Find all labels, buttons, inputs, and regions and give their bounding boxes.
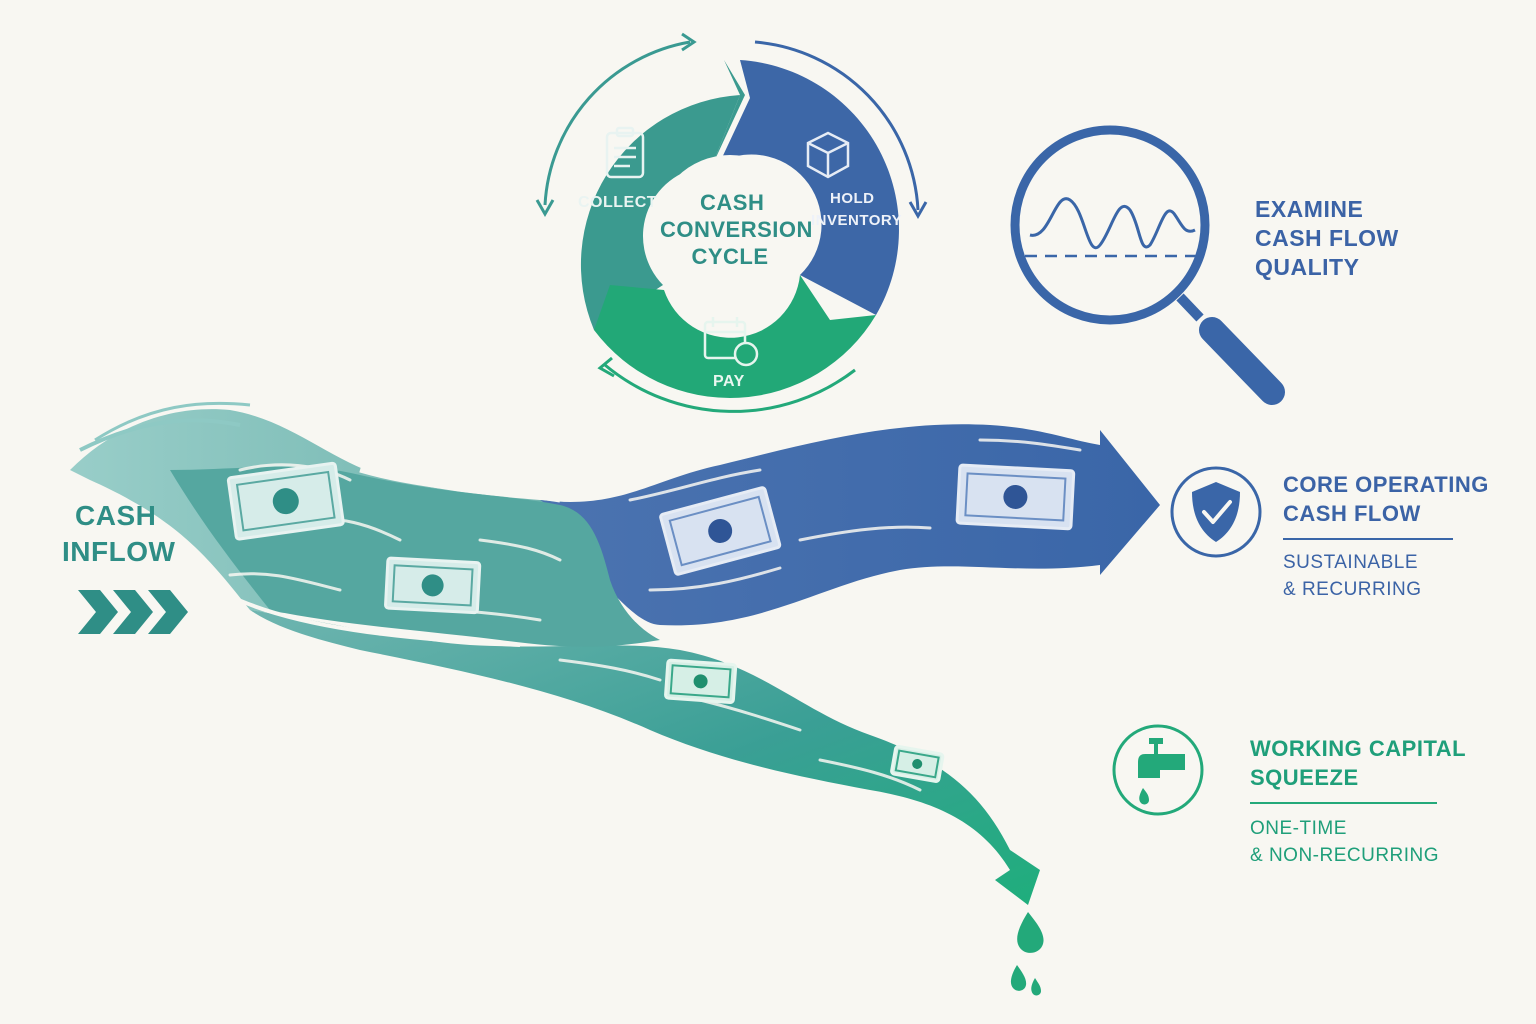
faucet-icon [1112, 724, 1204, 816]
cycle-center-line3: CYCLE [691, 244, 769, 269]
bill-icon-1 [226, 461, 345, 541]
bill-icon-5 [664, 658, 738, 704]
pay-segment [594, 275, 876, 398]
core-divider [1283, 538, 1453, 540]
chevrons-right-icon [78, 590, 188, 634]
inflow-line1: CASH [75, 500, 157, 531]
collect-segment-notch [712, 60, 745, 166]
pay-label: PAY [713, 373, 745, 390]
bill-icon-6 [890, 744, 945, 783]
core-title-line2: CASH FLOW [1283, 501, 1421, 526]
working-divider [1250, 802, 1437, 804]
cycle-arrow-right [754, 40, 920, 211]
bill-icon-2 [384, 556, 482, 615]
collect-label: COLLECT [578, 194, 658, 211]
hold-label-line1: HOLD [830, 190, 875, 207]
box-icon [806, 131, 850, 179]
hold-segment [720, 60, 899, 315]
core-title-line1: CORE OPERATING [1283, 472, 1489, 497]
bill-icon-3 [659, 486, 782, 576]
bill-icon-4 [955, 463, 1076, 531]
inflow-line2: INFLOW [62, 536, 176, 567]
hold-label-line2: INVENTORY [811, 212, 903, 229]
cycle-arrow-top-left [543, 40, 691, 206]
core-sub-line2: & RECURRING [1283, 579, 1422, 600]
cycle-center-line1: CASH [700, 190, 765, 215]
working-sub-line2: & NON-RECURRING [1250, 845, 1440, 866]
cycle-center [655, 155, 805, 305]
examine-line1: EXAMINE [1255, 196, 1364, 222]
cash-streams [70, 401, 1160, 996]
calendar-dollar-icon [703, 317, 759, 367]
working-title-line2: SQUEEZE [1250, 765, 1359, 790]
collect-segment [580, 95, 740, 330]
examine-line3: QUALITY [1255, 254, 1360, 280]
working-stream [250, 610, 1040, 905]
drops-icon [1010, 912, 1044, 996]
cash-conversion-cycle [535, 32, 928, 413]
magnifier-wave-icon [1010, 125, 1285, 405]
core-sub-line1: SUSTAINABLE [1283, 552, 1419, 573]
cycle-arrow-bottom [604, 363, 856, 413]
working-sub-line1: ONE-TIME [1250, 818, 1347, 839]
shield-check-icon [1170, 466, 1262, 558]
working-title-line1: WORKING CAPITAL [1250, 736, 1467, 761]
cycle-center-line2: CONVERSION [660, 217, 813, 242]
examine-line2: CASH FLOW [1255, 225, 1399, 251]
clipboard-icon [605, 126, 645, 179]
